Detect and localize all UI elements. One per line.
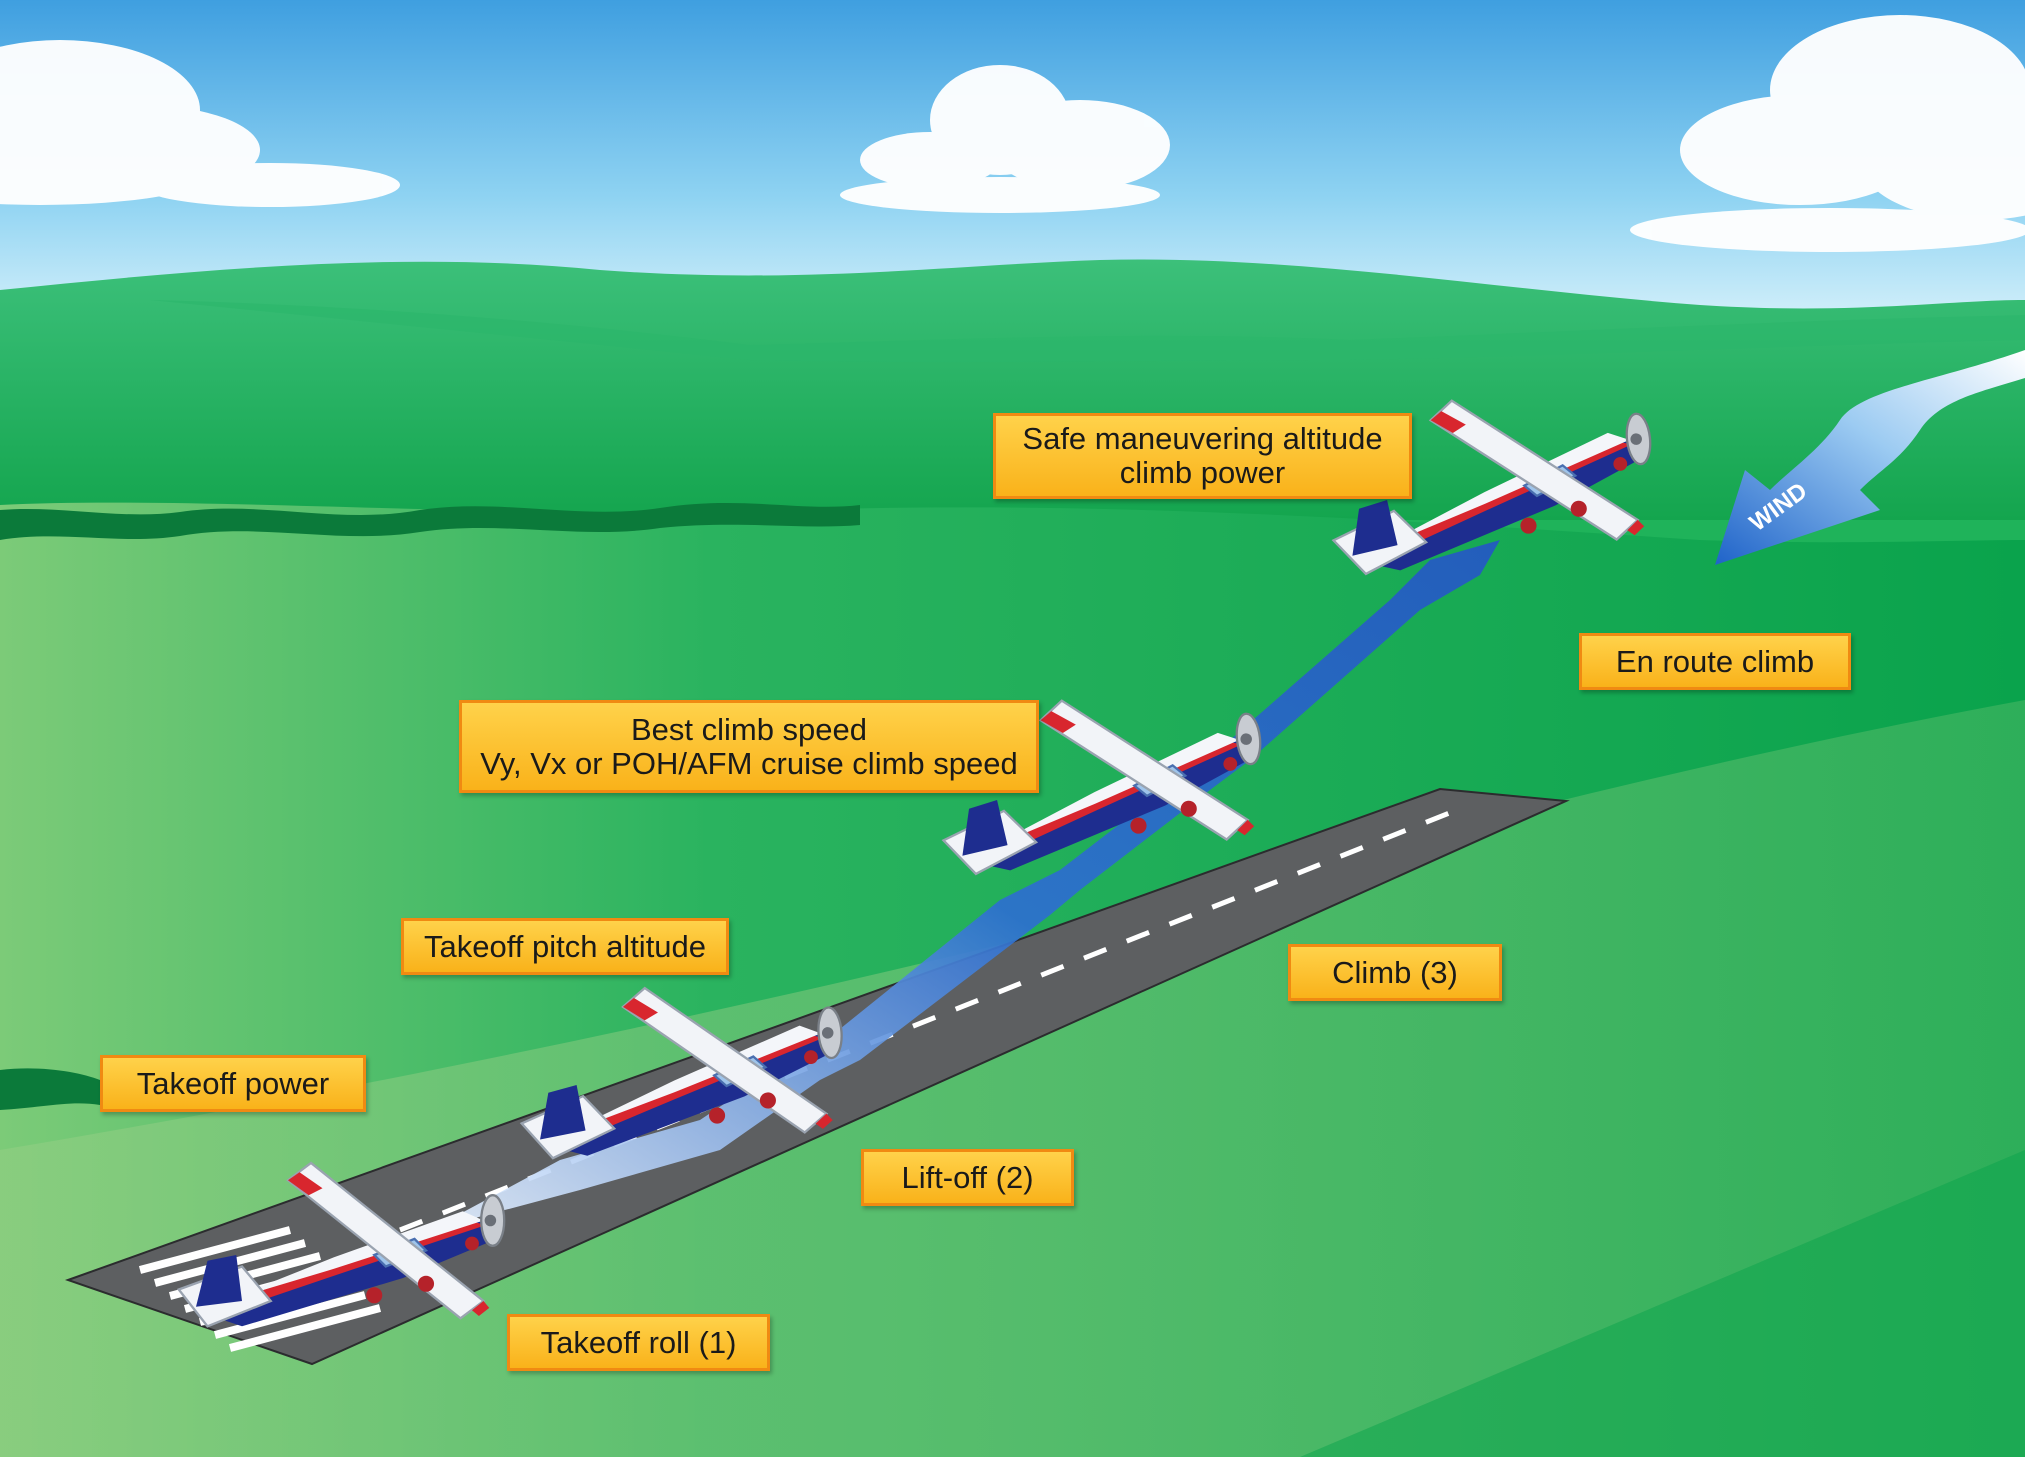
label-best-climb-speed: Best climb speed Vy, Vx or POH/AFM cruis… <box>459 700 1039 793</box>
label-takeoff-pitch-altitude: Takeoff pitch altitude <box>401 918 729 975</box>
label-climb: Climb (3) <box>1288 944 1502 1001</box>
clouds <box>0 15 2025 252</box>
tree-line <box>0 502 860 540</box>
label-en-route-climb: En route climb <box>1579 633 1851 690</box>
wind-arrow: WIND <box>1715 350 2025 565</box>
label-takeoff-roll: Takeoff roll (1) <box>507 1314 770 1371</box>
label-lift-off: Lift-off (2) <box>861 1149 1074 1206</box>
label-takeoff-power: Takeoff power <box>100 1055 366 1112</box>
label-safe-maneuvering-altitude: Safe maneuvering altitude climb power <box>993 413 1412 499</box>
climb-path <box>430 540 1500 1230</box>
